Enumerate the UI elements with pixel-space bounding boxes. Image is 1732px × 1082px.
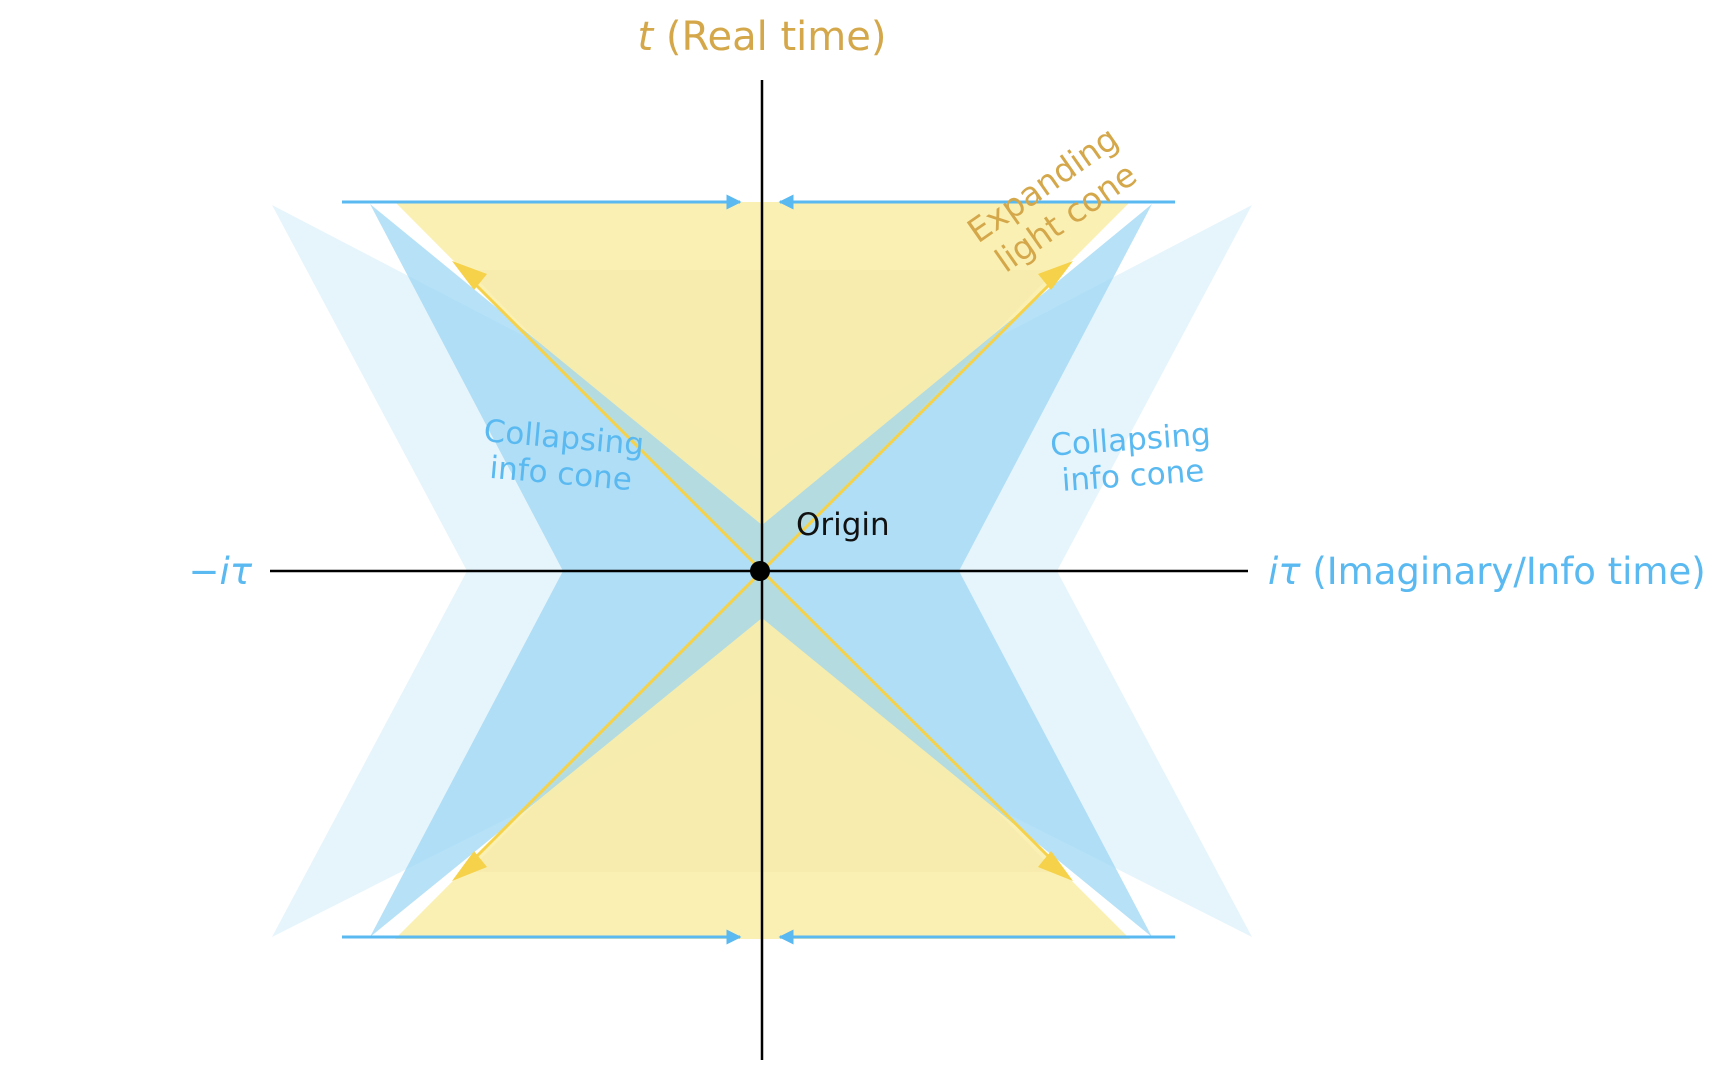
negative-info-time-label: −iτ [188,550,252,593]
light-cone-arrows [452,261,1073,881]
info-collapse-arrows [342,194,1175,945]
real-time-axis-label: t (Real time) [638,14,887,60]
info-cone-right-label: Collapsing info cone [1049,416,1212,498]
info-time-axis-label: iτ (Imaginary/Info time) [1268,550,1706,593]
origin-label: Origin [796,507,890,543]
info-cone-left-label: Collapsing info cone [482,413,645,498]
origin-point [750,561,770,581]
